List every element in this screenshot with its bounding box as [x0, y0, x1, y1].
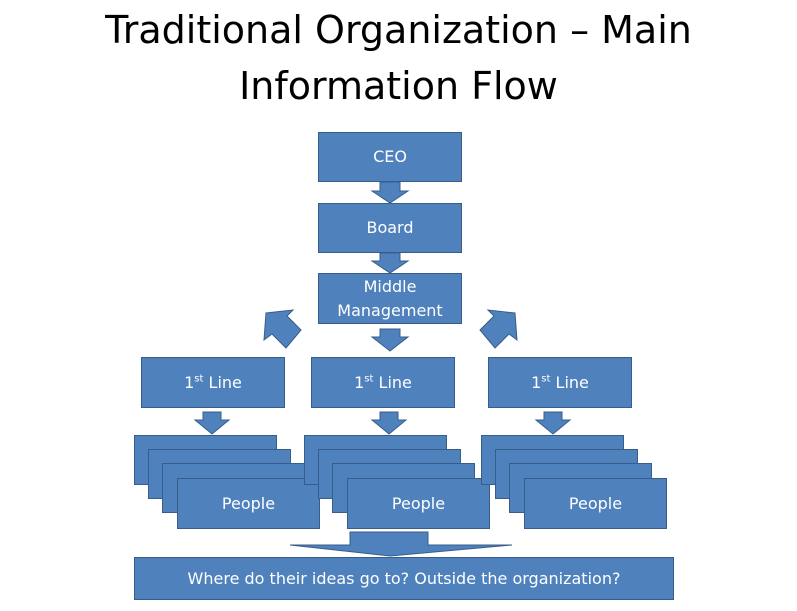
- first-line-label: 1st Line: [531, 372, 589, 392]
- slide-title: Traditional Organization – Main Informat…: [0, 2, 797, 114]
- middle-management-label-2: Management: [337, 300, 443, 320]
- first-line-box-center: 1st Line: [311, 357, 455, 408]
- middle-management-box: Middle Management: [318, 273, 462, 324]
- title-line-1: Traditional Organization – Main: [105, 8, 692, 52]
- people-label: People: [391, 493, 446, 513]
- ceo-box: CEO: [318, 132, 462, 182]
- arrow-middle-to-left-line: [263, 309, 302, 349]
- board-label: Board: [366, 218, 414, 237]
- ceo-label: CEO: [373, 147, 407, 166]
- outcome-label: Where do their ideas go to? Outside the …: [187, 568, 621, 588]
- people-box-left: People: [177, 478, 320, 529]
- first-line-box-left: 1st Line: [141, 357, 285, 408]
- arrow-center-line-to-people: [370, 411, 408, 435]
- title-line-2: Information Flow: [239, 64, 558, 108]
- people-label: People: [568, 493, 623, 513]
- arrow-board-to-middle: [370, 252, 410, 274]
- arrow-right-line-to-people: [534, 411, 572, 435]
- arrow-ceo-to-board: [370, 181, 410, 204]
- arrow-middle-to-center-line: [370, 328, 410, 352]
- middle-management-label-1: Middle: [363, 276, 417, 296]
- arrow-people-to-outcome: [289, 531, 513, 557]
- people-label: People: [221, 493, 276, 513]
- people-box-center: People: [347, 478, 490, 529]
- first-line-label: 1st Line: [354, 372, 412, 392]
- board-box: Board: [318, 203, 462, 253]
- people-box-right: People: [524, 478, 667, 529]
- first-line-label: 1st Line: [184, 372, 242, 392]
- arrow-left-line-to-people: [193, 411, 231, 435]
- outcome-box: Where do their ideas go to? Outside the …: [134, 557, 674, 600]
- arrow-middle-to-right-line: [479, 309, 518, 349]
- first-line-box-right: 1st Line: [488, 357, 632, 408]
